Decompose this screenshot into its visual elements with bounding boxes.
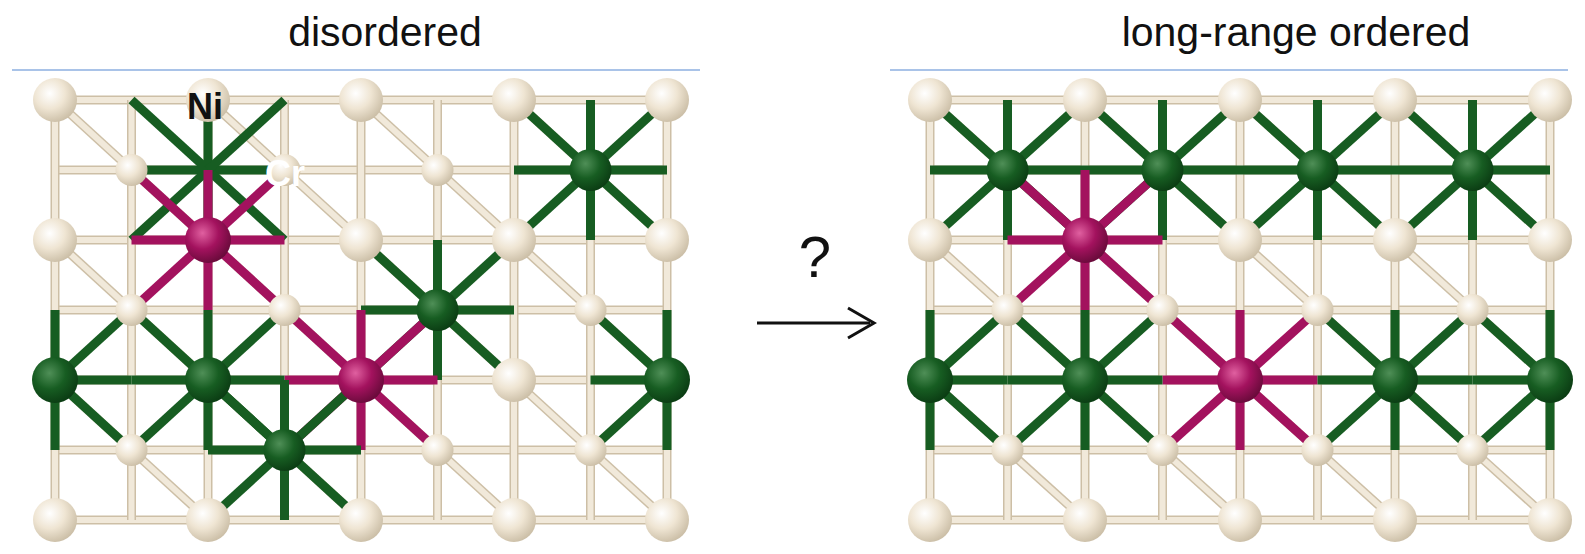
- ni-atom: [339, 218, 383, 262]
- ni-atom: [1063, 498, 1107, 542]
- ni-atom: [269, 294, 301, 326]
- ni-atom: [908, 498, 952, 542]
- ni-atom: [1373, 498, 1417, 542]
- heading-rule: [890, 69, 1568, 71]
- ni-atom: [992, 434, 1024, 466]
- ni-atom: [116, 154, 148, 186]
- ni-atom: [116, 294, 148, 326]
- bond: [664, 100, 670, 520]
- transition-arrowhead: [848, 308, 874, 338]
- bond: [1392, 100, 1398, 520]
- ni-atom: [1302, 294, 1334, 326]
- ni-atom: [492, 218, 536, 262]
- bond-edge: [1081, 100, 1090, 520]
- cr-atom: [1062, 357, 1108, 403]
- ni-atom: [1528, 498, 1572, 542]
- cr-atom: [570, 149, 612, 191]
- ni-atom: [1147, 434, 1179, 466]
- ni-atom: [908, 78, 952, 122]
- ni-atom: [908, 218, 952, 262]
- bond-edge: [663, 100, 672, 520]
- bond: [1082, 100, 1088, 520]
- ni-atom: [422, 154, 454, 186]
- atom-label: Ni: [187, 89, 223, 125]
- ni-atom: [645, 218, 689, 262]
- transition-arrow: [757, 322, 870, 325]
- solute-atom: [338, 357, 384, 403]
- cr-atom: [185, 357, 231, 403]
- ni-atom: [575, 434, 607, 466]
- ni-atom: [492, 78, 536, 122]
- ni-atom: [1373, 218, 1417, 262]
- solute-atom: [1062, 217, 1108, 263]
- cr-atom: [644, 357, 690, 403]
- solute-atom: [185, 217, 231, 263]
- ni-atom: [33, 498, 77, 542]
- bond: [1237, 100, 1243, 520]
- cr-atom: [1372, 357, 1418, 403]
- ni-atom: [1302, 434, 1334, 466]
- bond: [52, 100, 58, 520]
- ni-atom: [1373, 78, 1417, 122]
- cr-atom: [1142, 149, 1184, 191]
- ni-atom: [1218, 78, 1262, 122]
- ni-atom: [645, 78, 689, 122]
- bond-edge: [1391, 100, 1400, 520]
- ni-atom: [116, 434, 148, 466]
- cr-atom: [907, 357, 953, 403]
- ni-atom: [492, 498, 536, 542]
- panel-heading: long-range ordered: [1122, 12, 1471, 53]
- cr-atom: [264, 429, 306, 471]
- ni-atom: [186, 498, 230, 542]
- bond: [927, 100, 933, 520]
- cr-atom: [32, 357, 78, 403]
- cr-atom: [417, 289, 459, 331]
- ni-atom: [339, 78, 383, 122]
- cr-atom: [1452, 149, 1494, 191]
- bond-edge: [357, 100, 366, 520]
- ni-atom: [1218, 498, 1262, 542]
- ni-atom: [492, 358, 536, 402]
- bond-edge: [926, 100, 935, 520]
- lattice-panel: [907, 78, 1573, 542]
- ni-atom: [1457, 434, 1489, 466]
- ni-atom: [1063, 78, 1107, 122]
- bond: [358, 100, 364, 520]
- ni-atom: [992, 294, 1024, 326]
- cr-atom: [1527, 357, 1573, 403]
- bond-edge: [1546, 100, 1555, 520]
- ni-atom: [1528, 78, 1572, 122]
- atom-label: Cr: [265, 156, 305, 192]
- lattice-panel: [32, 78, 690, 542]
- ni-atom: [1147, 294, 1179, 326]
- ni-atom: [1528, 218, 1572, 262]
- ni-atom: [33, 218, 77, 262]
- panel-heading: disordered: [288, 12, 482, 53]
- ni-atom: [1218, 218, 1262, 262]
- solute-atom: [1217, 357, 1263, 403]
- bond-edge: [51, 100, 60, 520]
- bond: [1547, 100, 1553, 520]
- ni-atom: [33, 78, 77, 122]
- ni-atom: [645, 498, 689, 542]
- question-mark: ?: [799, 228, 831, 286]
- ni-atom: [422, 434, 454, 466]
- cr-atom: [1297, 149, 1339, 191]
- ni-atom: [339, 498, 383, 542]
- ni-atom: [1457, 294, 1489, 326]
- bond-edge: [1236, 100, 1245, 520]
- ni-atom: [575, 294, 607, 326]
- cr-atom: [987, 149, 1029, 191]
- heading-rule: [12, 69, 700, 71]
